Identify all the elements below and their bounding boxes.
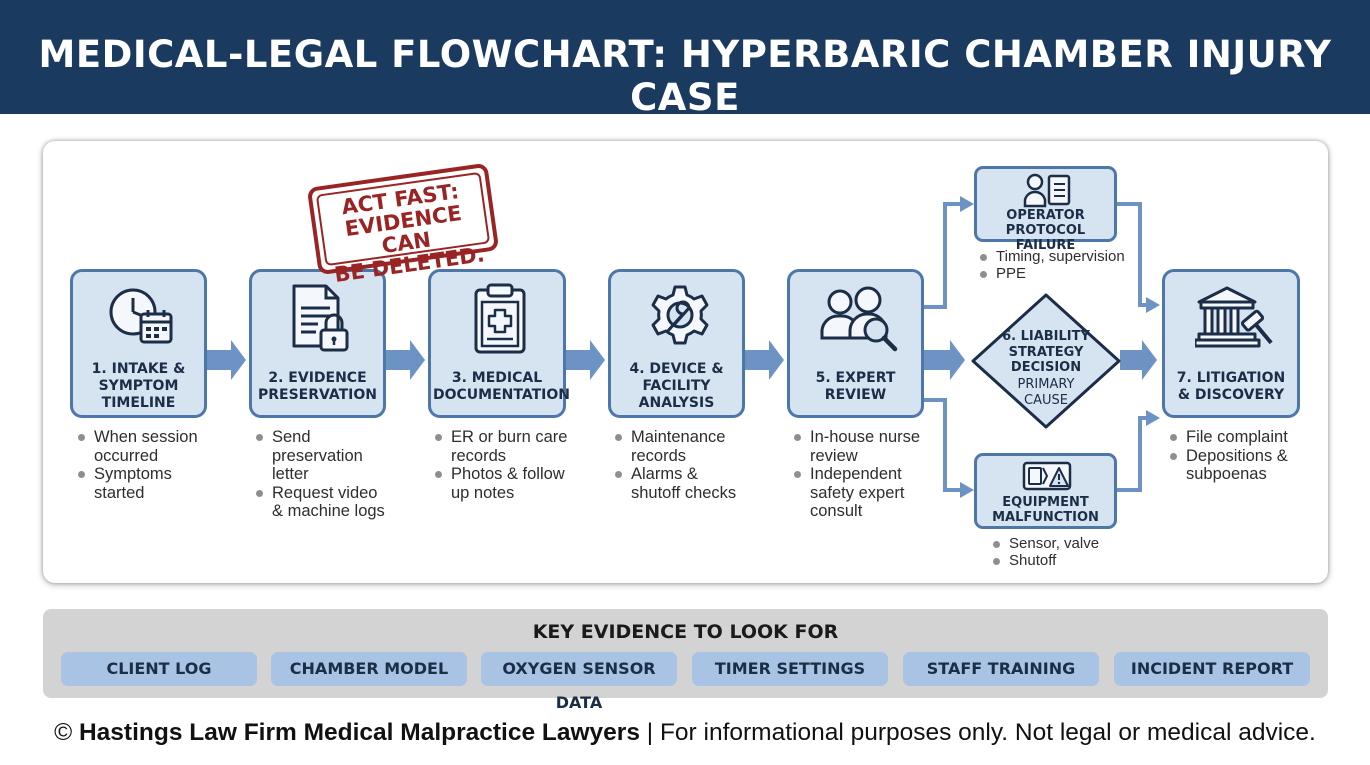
- operator-title: OPERATOR PROTOCOL FAILURE: [1005, 208, 1086, 253]
- bullet: File complaint: [1167, 428, 1317, 447]
- step-medical-box: 3. MEDICAL DOCUMENTATION: [428, 269, 570, 418]
- experts-magnifier-icon: [820, 286, 898, 352]
- operator-bullets: Timing, supervision PPE: [977, 248, 1137, 282]
- step-title: 7. LITIGATION & DISCOVERY: [1176, 370, 1286, 403]
- key-evidence-item: CHAMBER MODEL: [271, 652, 467, 686]
- equipment-title: EQUIPMENT MALFUNCTION: [992, 495, 1099, 525]
- step-device-bullets: Maintenance records Alarms & shutoff che…: [612, 428, 762, 502]
- step-expert-bullets: In-house nurse review Independent safety…: [791, 428, 941, 521]
- step-intake-bullets: When session occurred Symptoms started: [75, 428, 215, 502]
- page-title: MEDICAL-LEGAL FLOWCHART: HYPERBARIC CHAM…: [38, 33, 1332, 119]
- gear-wrench-icon: [651, 285, 709, 345]
- step-title: 2. EVIDENCE PRESERVATION: [257, 370, 378, 403]
- bullet: Timing, supervision: [977, 248, 1137, 265]
- courthouse-gavel-icon: [1195, 286, 1273, 348]
- bullet: Request video & machine logs: [253, 484, 398, 521]
- footer-copyright: ©: [54, 719, 79, 746]
- operator-checklist-icon: [1023, 173, 1071, 208]
- step-title: 1. INTAKE & SYMPTOM TIMELINE: [91, 361, 186, 411]
- operator-failure-box: OPERATOR PROTOCOL FAILURE: [974, 166, 1117, 253]
- step-expert-box: 5. EXPERT REVIEW: [787, 269, 924, 418]
- bullet: Independent safety expert consult: [791, 465, 941, 521]
- equipment-bullets: Sensor, valve Shutoff: [990, 535, 1130, 569]
- step-title: 4. DEVICE & FACILITY ANALYSIS: [629, 361, 724, 411]
- connector-operator-to-litigation: [1117, 202, 1150, 307]
- step-device-box: 4. DEVICE & FACILITY ANALYSIS: [608, 269, 745, 418]
- key-evidence-item: STAFF TRAINING: [903, 652, 1099, 686]
- bullet: Send preservation letter: [253, 428, 398, 484]
- step-litigation-box: 7. LITIGATION & DISCOVERY: [1162, 269, 1300, 418]
- step-intake-box: 1. INTAKE & SYMPTOM TIMELINE: [70, 269, 207, 418]
- connector-to-operator: [924, 202, 964, 309]
- connector-equipment-to-litigation: [1117, 416, 1150, 492]
- footer-firm-name: Hastings Law Firm Medical Malpractice La…: [78, 719, 640, 746]
- bullet: PPE: [977, 265, 1137, 282]
- decision-title: 6. LIABILITY STRATEGY DECISION: [1002, 329, 1090, 375]
- bullet: In-house nurse review: [791, 428, 941, 465]
- arrow-4-5: [745, 340, 784, 380]
- key-evidence-item: OXYGEN SENSOR DATA: [481, 652, 677, 712]
- arrow-3-4: [566, 340, 605, 380]
- footer-disclaimer: | For informational purposes only. Not l…: [639, 719, 1316, 746]
- document-lock-icon: [292, 284, 349, 352]
- arrow-6-7: [1120, 340, 1157, 380]
- step-title: 3. MEDICAL DOCUMENTATION: [433, 370, 570, 403]
- key-evidence-item: CLIENT LOG: [61, 652, 257, 686]
- equipment-warning-icon: [1022, 461, 1072, 491]
- bullet: Shutoff: [990, 552, 1130, 569]
- arrow-2-3: [386, 340, 425, 380]
- key-evidence-item: INCIDENT REPORT: [1114, 652, 1310, 686]
- bullet: When session occurred: [75, 428, 215, 465]
- step-evidence-bullets: Send preservation letter Request video &…: [253, 428, 398, 521]
- decision-subtitle: PRIMARY CAUSE: [1017, 377, 1075, 408]
- bullet: Photos & follow up notes: [432, 465, 582, 502]
- bullet: Symptoms started: [75, 465, 215, 502]
- equipment-malfunction-box: EQUIPMENT MALFUNCTION: [974, 453, 1117, 529]
- bullet: Depositions & subpoenas: [1167, 447, 1317, 484]
- step-medical-bullets: ER or burn care records Photos & follow …: [432, 428, 582, 502]
- medical-clipboard-icon: [474, 283, 526, 354]
- arrow-1-2: [207, 340, 246, 380]
- footer: © Hastings Law Firm Medical Malpractice …: [0, 719, 1370, 747]
- bullet: Alarms & shutoff checks: [612, 465, 762, 502]
- bullet: Maintenance records: [612, 428, 762, 465]
- connector-to-equipment: [924, 398, 964, 492]
- bullet: Sensor, valve: [990, 535, 1130, 552]
- flow-connectors: [207, 196, 1160, 498]
- step-title: 5. EXPERT REVIEW: [815, 370, 896, 403]
- key-evidence-item: TIMER SETTINGS: [692, 652, 888, 686]
- key-evidence-title: KEY EVIDENCE TO LOOK FOR: [532, 621, 839, 643]
- key-evidence-bar: KEY EVIDENCE TO LOOK FOR CLIENT LOG CHAM…: [43, 609, 1328, 712]
- step-litigation-bullets: File complaint Depositions & subpoenas: [1167, 428, 1317, 484]
- decision-diamond: [971, 293, 1121, 429]
- bullet: ER or burn care records: [432, 428, 582, 465]
- header-banner: MEDICAL-LEGAL FLOWCHART: HYPERBARIC CHAM…: [0, 0, 1370, 119]
- arrow-5-6: [924, 340, 965, 380]
- step-evidence-box: 2. EVIDENCE PRESERVATION: [249, 269, 386, 418]
- clock-calendar-icon: [109, 288, 173, 344]
